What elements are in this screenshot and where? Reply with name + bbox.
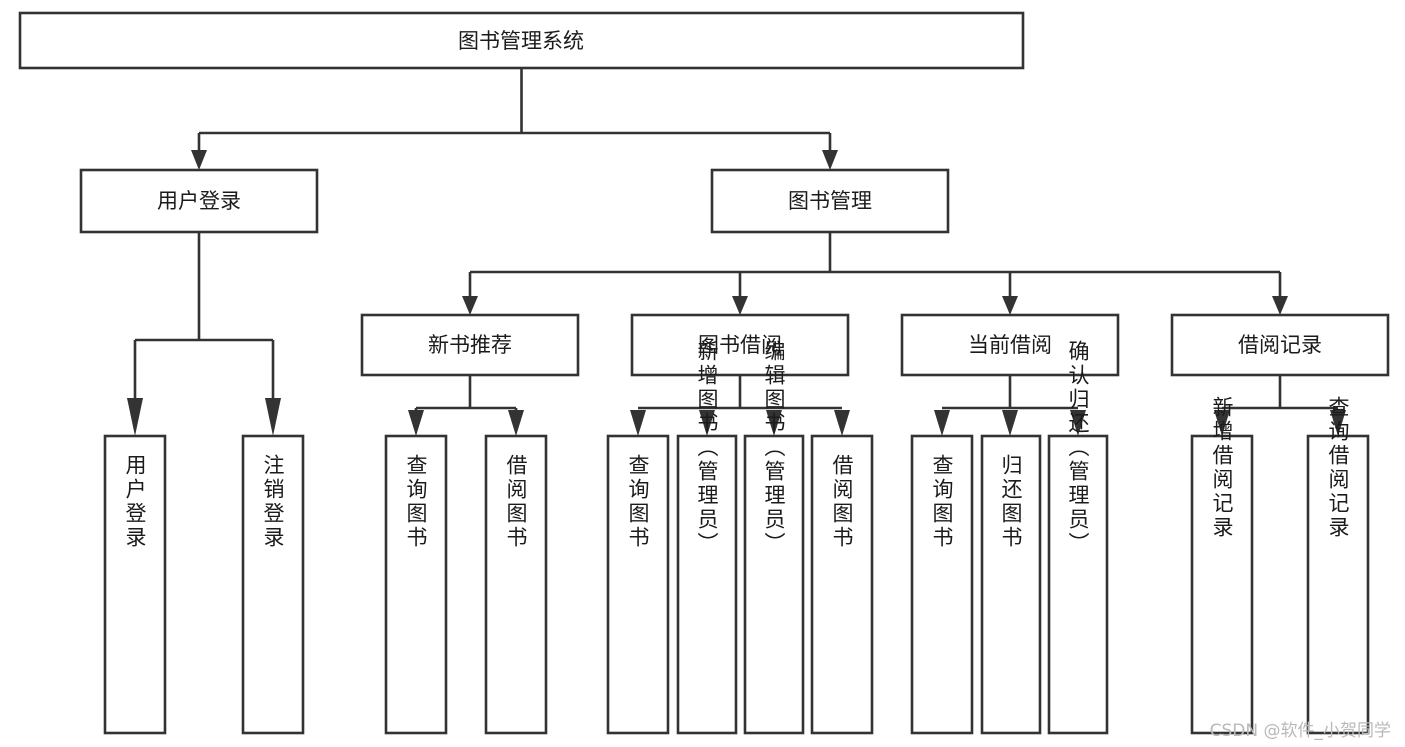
- arrow-head-leaf-return-book: [1002, 410, 1018, 436]
- node-leaf-query-book-2-box[interactable]: [606, 434, 670, 735]
- node-leaf-edit-book-label: 编辑图书（管理员）: [762, 340, 786, 556]
- node-leaf-borrow-book-1-label: 借阅图书: [504, 454, 528, 550]
- connector-group-user-login: [127, 232, 281, 436]
- arrow-head-leaf-query-book-1: [408, 410, 424, 436]
- arrow-head-leaf-add-book: [699, 410, 715, 436]
- node-new-book-recommend-label: 新书推荐: [428, 333, 512, 357]
- arrow-head-leaf-edit-book: [766, 410, 782, 436]
- node-leaf-query-record[interactable]: 查询借阅记录: [1306, 396, 1370, 735]
- node-leaf-edit-book[interactable]: 编辑图书（管理员）: [743, 340, 805, 735]
- node-leaf-logout-login-box[interactable]: [241, 434, 305, 735]
- node-leaf-borrow-book-2[interactable]: 借阅图书: [810, 434, 874, 735]
- node-leaf-add-record-box[interactable]: [1190, 434, 1254, 735]
- node-leaf-query-record-box[interactable]: [1306, 434, 1370, 735]
- node-book-borrow-box[interactable]: [630, 313, 850, 377]
- node-leaf-confirm-return-box[interactable]: [1047, 434, 1109, 735]
- node-leaf-query-book-1-box[interactable]: [384, 434, 448, 735]
- node-leaf-query-book-3-box[interactable]: [910, 434, 974, 735]
- node-user-login[interactable]: 用户登录: [79, 168, 319, 234]
- node-book-management-label: 图书管理: [788, 189, 872, 213]
- node-leaf-add-record[interactable]: 新增借阅记录: [1190, 396, 1254, 735]
- node-leaf-add-record-label: 新增借阅记录: [1210, 396, 1234, 540]
- node-root-box[interactable]: [18, 11, 1025, 70]
- node-leaf-edit-book-box[interactable]: [743, 434, 805, 735]
- node-current-borrow-label: 当前借阅: [968, 333, 1052, 357]
- node-borrow-record-box[interactable]: [1170, 313, 1390, 377]
- node-leaf-borrow-book-2-box[interactable]: [810, 434, 874, 735]
- node-leaf-borrow-book-1[interactable]: 借阅图书: [484, 434, 548, 735]
- arrow-head-leaf-query-book-3: [934, 410, 950, 436]
- node-borrow-record[interactable]: 借阅记录: [1170, 313, 1390, 377]
- node-leaf-add-book-label: 新增图书（管理员）: [695, 340, 719, 556]
- node-new-book-recommend[interactable]: 新书推荐: [360, 313, 580, 377]
- node-leaf-confirm-return-label: 确认归还（管理员）: [1066, 340, 1090, 556]
- arrow-head-user-login: [191, 150, 207, 170]
- node-leaf-return-book-label: 归还图书: [999, 454, 1023, 550]
- node-leaf-query-book-3[interactable]: 查询图书: [910, 434, 974, 735]
- node-leaf-user-login[interactable]: 用户登录: [103, 434, 167, 735]
- arrow-head-current-borrow: [1002, 296, 1018, 315]
- node-leaf-query-book-1[interactable]: 查询图书: [384, 434, 448, 735]
- node-book-borrow-label: 图书借阅: [698, 333, 782, 357]
- node-borrow-record-label: 借阅记录: [1238, 333, 1322, 357]
- arrow-head-book-management: [822, 150, 838, 170]
- node-root-label: 图书管理系统: [458, 29, 584, 53]
- connector-group-root: [191, 68, 838, 170]
- node-leaf-logout-login-label: 注销登录: [261, 454, 285, 550]
- node-leaf-add-book[interactable]: 新增图书（管理员）: [676, 340, 738, 735]
- connector-group-current-borrow: [934, 375, 1086, 436]
- connector-group-new-book-recommend: [408, 375, 524, 436]
- node-leaf-user-login-label: 用户登录: [123, 454, 147, 550]
- node-leaf-query-book-2-label: 查询图书: [626, 454, 650, 550]
- arrow-head-leaf-user-login: [127, 398, 143, 436]
- node-book-management[interactable]: 图书管理: [710, 168, 950, 234]
- arrow-head-leaf-confirm-return: [1070, 410, 1086, 436]
- arrow-head-leaf-add-record: [1214, 410, 1230, 436]
- node-leaf-confirm-return[interactable]: 确认归还（管理员）: [1047, 340, 1109, 735]
- node-leaf-return-book-box[interactable]: [980, 434, 1042, 735]
- arrow-head-book-borrow: [732, 296, 748, 315]
- connector-group-borrow-record: [1214, 375, 1346, 436]
- arrow-head-leaf-borrow-book-2: [834, 410, 850, 436]
- node-current-borrow-box[interactable]: [900, 313, 1120, 377]
- node-root[interactable]: 图书管理系统: [18, 11, 1025, 70]
- arrow-head-leaf-query-record: [1330, 410, 1346, 436]
- node-leaf-logout-login[interactable]: 注销登录: [241, 434, 305, 735]
- node-leaf-return-book[interactable]: 归还图书: [980, 434, 1042, 735]
- node-leaf-borrow-book-1-box[interactable]: [484, 434, 548, 735]
- node-leaf-borrow-book-2-label: 借阅图书: [830, 454, 854, 550]
- arrow-head-leaf-query-book-2: [630, 410, 646, 436]
- node-leaf-query-book-3-label: 查询图书: [930, 454, 954, 550]
- node-current-borrow[interactable]: 当前借阅: [900, 313, 1120, 377]
- node-new-book-recommend-box[interactable]: [360, 313, 580, 377]
- node-leaf-add-book-box[interactable]: [676, 434, 738, 735]
- node-leaf-user-login-box[interactable]: [103, 434, 167, 735]
- arrow-head-new-book-recommend: [462, 296, 478, 315]
- arrow-head-leaf-borrow-book-1: [508, 410, 524, 436]
- connector-group-book-management: [462, 232, 1288, 315]
- node-user-login-label: 用户登录: [157, 189, 241, 213]
- node-book-management-box[interactable]: [710, 168, 950, 234]
- connector-group-book-borrow: [630, 375, 850, 436]
- node-leaf-query-record-label: 查询借阅记录: [1326, 396, 1350, 540]
- node-leaf-query-book-1-label: 查询图书: [404, 454, 428, 550]
- node-leaf-query-book-2[interactable]: 查询图书: [606, 434, 670, 735]
- arrow-head-leaf-logout-login: [265, 398, 281, 436]
- node-book-borrow[interactable]: 图书借阅: [630, 313, 850, 377]
- arrow-head-borrow-record: [1272, 296, 1288, 315]
- node-user-login-box[interactable]: [79, 168, 319, 234]
